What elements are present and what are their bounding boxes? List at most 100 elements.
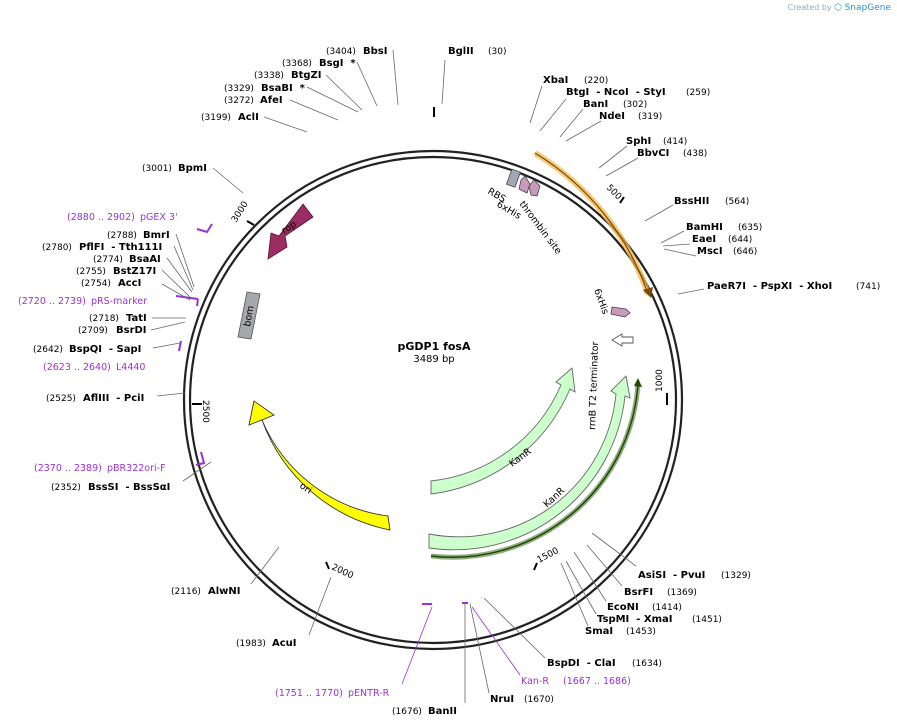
site-pos-ndei: (319): [638, 112, 662, 122]
leader-bmri: [175, 233, 195, 288]
site-tati: (2718) TatI: [89, 313, 147, 324]
site-name-bmri: BmrI: [143, 230, 170, 241]
site-leader-lines: [150, 49, 705, 703]
leader-ndei: [565, 120, 602, 142]
site-bglii: BglII (30): [448, 46, 506, 57]
site-pos-smai: (1453): [626, 627, 656, 637]
site-pos-bsabi: (3329): [224, 84, 254, 94]
tick-mark-1500: [533, 562, 538, 571]
site-eaei: EaeI (644): [692, 234, 752, 245]
site-pos-bbsi: (3404): [326, 47, 356, 57]
site-name-acui: AcuI: [272, 638, 297, 649]
primer-l4440: (2623 .. 2640) L4440: [43, 362, 145, 373]
primer-leader-lines: [401, 606, 521, 685]
site-pos-acui: (1983): [236, 639, 266, 649]
leader-bsabi: [306, 86, 359, 113]
site-pos-bstz17i: (2755): [76, 267, 106, 277]
site-bsrfi: BsrFI (1369): [624, 587, 697, 598]
kanr-outer-arrow: [428, 375, 631, 551]
site-name-econi: EcoNI: [607, 602, 639, 613]
site-bspqi: (2642) BspQI - SapI: [33, 344, 141, 355]
site-pos-bsgi: (3368): [282, 59, 312, 69]
primer-range-kanr: (1667 .. 1686): [563, 676, 631, 687]
primer-mark-pgex3: [196, 223, 213, 234]
leader-bspqi: [152, 342, 181, 349]
site-name-bbsi: BbsI: [363, 46, 387, 57]
leader-bsrfi: [586, 544, 623, 587]
primer-leader-pentr: [401, 606, 433, 685]
site-pos-eaei: (644): [728, 235, 752, 245]
tick-label-500: 500: [604, 183, 623, 202]
site-name-eaei: EaeI: [692, 234, 716, 245]
primer-leader-kanr: [471, 606, 521, 676]
primer-range-l4440: (2623 .. 2640): [43, 362, 111, 373]
site-name-btgzi: BtgZI: [291, 70, 322, 81]
leader-bstz17i: [161, 269, 192, 299]
primer-range-prs-marker: (2720 .. 2739): [18, 296, 86, 307]
site-pos-bani: (302): [623, 100, 647, 110]
feature-ori: ori: [248, 400, 391, 531]
primer-name-pentr: pENTR-R: [348, 688, 390, 699]
6xhis-2-label: 6xHis: [591, 287, 610, 316]
site-bsabi: (3329) BsaBI *: [224, 83, 306, 94]
leader-bsssi: [182, 461, 212, 482]
leader-pflfi: [173, 245, 194, 291]
kanr-outer-arrowhead: [634, 378, 642, 387]
site-name-msci: MscI: [697, 246, 723, 257]
leader-bamhi: [660, 230, 685, 244]
leader-bpmi: [212, 167, 244, 194]
site-name-bsgi: BsgI *: [319, 58, 356, 69]
site-pos-tati: (2718): [89, 314, 119, 324]
primer-name-prs-marker: pRS-marker: [91, 296, 147, 307]
bom-label: bom: [242, 305, 256, 328]
site-name-afliii: AflIII - PciI: [83, 393, 144, 404]
leader-bsshii: [644, 204, 674, 222]
site-pos-bsrfi: (1369): [667, 588, 697, 598]
site-alwni: (2116) AlwNI: [171, 586, 241, 597]
tick-mark-2000: [325, 561, 330, 570]
leader-alwni: [250, 546, 280, 585]
primer-prs-marker: (2720 .. 2739) pRS-marker: [18, 296, 147, 307]
site-pos-bglii: (30): [488, 47, 506, 57]
site-xbai: XbaI (220): [543, 75, 608, 86]
site-pos-btgzi: (3338): [254, 71, 284, 81]
primer-name-kanr: Kan-R: [521, 676, 549, 687]
leader-bglii: [441, 59, 446, 105]
feature-bom: bom: [237, 291, 261, 340]
site-bpmi: (3001) BpmI: [142, 163, 207, 174]
primer-marks: [175, 223, 468, 605]
site-pos-bpmi: (3001): [142, 164, 172, 174]
site-pos-asisi: (1329): [721, 571, 751, 581]
site-name-bsaai: BsaAI: [129, 254, 161, 265]
site-name-tspmi: TspMI - XmaI: [597, 614, 672, 625]
leader-bspdi: [483, 597, 546, 659]
leader-afei: [289, 99, 339, 121]
ori-arrow: [248, 400, 391, 531]
site-name-bsrfi: BsrFI: [624, 587, 653, 598]
site-name-bpmi: BpmI: [178, 163, 207, 174]
primer-name-pgex3: pGEX 3': [140, 212, 178, 223]
kanr-inner-arrow: [430, 367, 576, 495]
site-smai: SmaI (1453): [585, 626, 656, 637]
kanr-outer-arc: [430, 383, 639, 558]
site-pflfi: (2780) PflFI - Tth111I: [42, 242, 162, 253]
leader-bsaai: [166, 257, 193, 293]
site-bsrdi: (2709) BsrDI: [78, 325, 147, 336]
site-pos-pflfi: (2780): [42, 243, 72, 253]
feature-orf-highlight: [533, 150, 653, 298]
snapgene-brand: Created by ⬡ SnapGene: [788, 3, 891, 13]
feature-kanr-outer: KanR: [428, 375, 642, 560]
leader-econi: [573, 551, 607, 602]
site-pos-afliii: (2525): [46, 394, 76, 404]
site-name-acli: AclI: [238, 112, 259, 123]
site-pos-bspqi: (2642): [33, 345, 63, 355]
leader-tspmi: [565, 560, 597, 615]
created-by-text: Created by: [787, 3, 832, 12]
site-name-bsshii: BssHII: [674, 196, 709, 207]
site-name-paer7i: PaeR7I - PspXI - XhoI: [707, 281, 832, 292]
6xhis-1-label: 6xHis: [495, 199, 523, 222]
feature-6xhis-2: 6xHis: [591, 287, 631, 318]
site-pos-bmri: (2788): [107, 231, 137, 241]
tick-label-1000: 1000: [655, 369, 665, 392]
